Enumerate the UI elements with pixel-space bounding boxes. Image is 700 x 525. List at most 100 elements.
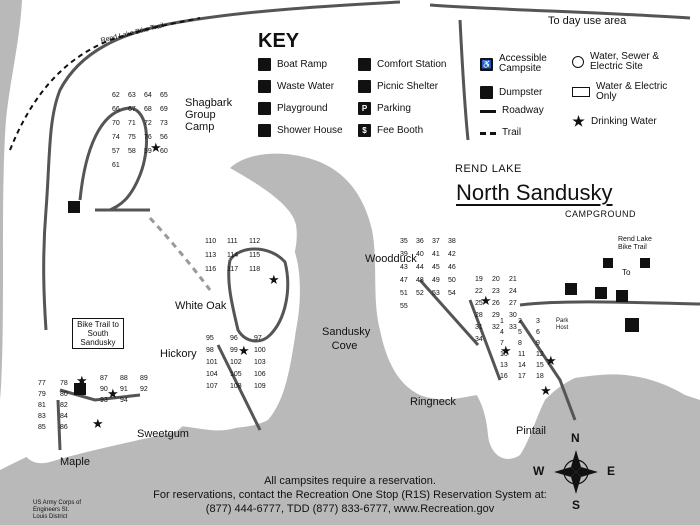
campsite-105: 105 — [230, 371, 242, 378]
key-item: ♿Accessible Campsite — [480, 54, 591, 74]
drinking-water-markers: ★★★ ★★★ ★★★ ★ — [76, 141, 557, 432]
campsite-9: 9 — [536, 340, 540, 347]
key-item-label: Water & Electric Only — [596, 81, 668, 102]
campsite-100: 100 — [254, 347, 266, 354]
entrance-facilities — [68, 201, 650, 395]
campsite-63: 63 — [128, 92, 136, 99]
comfort-station-icon — [358, 58, 371, 71]
campsite-55: 55 — [400, 303, 408, 310]
campsite-26: 26 — [492, 300, 500, 307]
label-shagbark: Shagbark Group Camp — [185, 97, 233, 133]
campsite-86: 86 — [60, 424, 68, 431]
campsite-80: 80 — [60, 391, 68, 398]
campsite-1: 1 — [500, 318, 504, 325]
campsite-79: 79 — [38, 391, 46, 398]
key-item: Picnic Shelter — [358, 80, 438, 93]
campsite-40: 40 — [416, 251, 424, 258]
campsite-82: 82 — [60, 402, 68, 409]
campsite-67: 67 — [128, 106, 136, 113]
campsite-84: 84 — [60, 413, 68, 420]
main-road-north — [42, 0, 401, 331]
compass-rose-icon — [554, 450, 598, 494]
campsite-74: 74 — [112, 134, 120, 141]
key-item-label: Fee Booth — [377, 124, 424, 136]
svg-text:★: ★ — [540, 384, 552, 399]
roadway-line-icon — [480, 109, 496, 113]
key-item-label: Drinking Water — [591, 115, 657, 127]
campsite-8: 8 — [518, 340, 522, 347]
key-item-label: Comfort Station — [377, 58, 447, 70]
trail-dashed-icon — [480, 131, 496, 135]
key-item: ★Drinking Water — [572, 113, 657, 129]
key-item-label: Parking — [377, 102, 411, 114]
campsite-42: 42 — [448, 251, 456, 258]
key-item-label: Water, Sewer & Electric Site — [590, 51, 660, 72]
campsite-64: 64 — [144, 92, 152, 99]
label-hickory: Hickory — [160, 348, 197, 360]
campsite-114: 114 — [227, 252, 239, 259]
footer-phone-web: (877) 444-6777, TDD (877) 833-6777, www.… — [205, 503, 495, 515]
campsite-93: 93 — [100, 397, 108, 404]
waste-water-icon — [258, 80, 271, 93]
campsite-99: 99 — [230, 347, 238, 354]
key-item: Trail — [480, 128, 521, 138]
svg-text:★: ★ — [480, 294, 492, 309]
campsite-5: 5 — [518, 329, 522, 336]
key-item-label: Shower House — [277, 124, 343, 136]
key-item: Waste Water — [258, 80, 334, 93]
campsite-27: 27 — [509, 300, 517, 307]
campsite-22: 22 — [475, 288, 483, 295]
lake-water — [0, 0, 22, 400]
campsite-90: 90 — [100, 386, 108, 393]
label-pintail: Pintail — [516, 425, 546, 437]
key-item-label: Dumpster — [499, 86, 543, 98]
campsite-116: 116 — [205, 266, 217, 273]
campsite-72: 72 — [144, 120, 152, 127]
svg-text:★: ★ — [268, 273, 280, 288]
svg-text:★: ★ — [76, 374, 88, 389]
label-sweetgum: Sweetgum — [137, 428, 189, 440]
campsite-58: 58 — [128, 148, 136, 155]
campsite-85: 85 — [38, 424, 46, 431]
campsite-53: 53 — [432, 290, 440, 297]
playground-icon — [258, 102, 271, 115]
campsite-41: 41 — [432, 251, 440, 258]
campsite-62: 62 — [112, 92, 120, 99]
compass-south: S — [572, 498, 581, 512]
key-item: Shower House — [258, 124, 343, 137]
title-north-sandusky: North Sandusky — [456, 180, 613, 205]
title-rend-lake: REND LAKE — [455, 163, 522, 175]
label-white-oak: White Oak — [175, 300, 227, 312]
west-land — [20, 316, 201, 464]
campsite-103: 103 — [254, 359, 266, 366]
compass-east: E — [607, 464, 616, 478]
campsite-20: 20 — [492, 276, 500, 283]
east-entrance-road — [519, 300, 700, 307]
campsite-61: 61 — [112, 162, 120, 169]
campsite-46: 46 — [448, 264, 456, 271]
campsite-49: 49 — [432, 277, 440, 284]
key-item: Boat Ramp — [258, 58, 327, 71]
campsite-69: 69 — [160, 106, 168, 113]
campsite-37: 37 — [432, 238, 440, 245]
campsite-43: 43 — [400, 264, 408, 271]
campsite-17: 17 — [518, 373, 526, 380]
campsite-32: 32 — [492, 324, 500, 331]
key-item: Comfort Station — [358, 58, 446, 71]
label-to: To — [622, 268, 631, 277]
key-item-label: Playground — [277, 102, 328, 114]
svg-text:★: ★ — [150, 141, 162, 156]
key-item-label: Accessible Campsite — [499, 53, 547, 74]
campsite-118: 118 — [249, 266, 261, 273]
campsite-45: 45 — [432, 264, 440, 271]
campsite-31: 31 — [475, 324, 483, 331]
parking-icon: P — [358, 102, 371, 115]
campsite-91: 91 — [120, 386, 128, 393]
campsite-24: 24 — [509, 288, 517, 295]
campsite-98: 98 — [206, 347, 214, 354]
label-woodduck: Woodduck — [365, 253, 417, 265]
campsite-107: 107 — [206, 383, 218, 390]
svg-text:★: ★ — [500, 344, 512, 359]
svg-text:★: ★ — [107, 387, 119, 402]
